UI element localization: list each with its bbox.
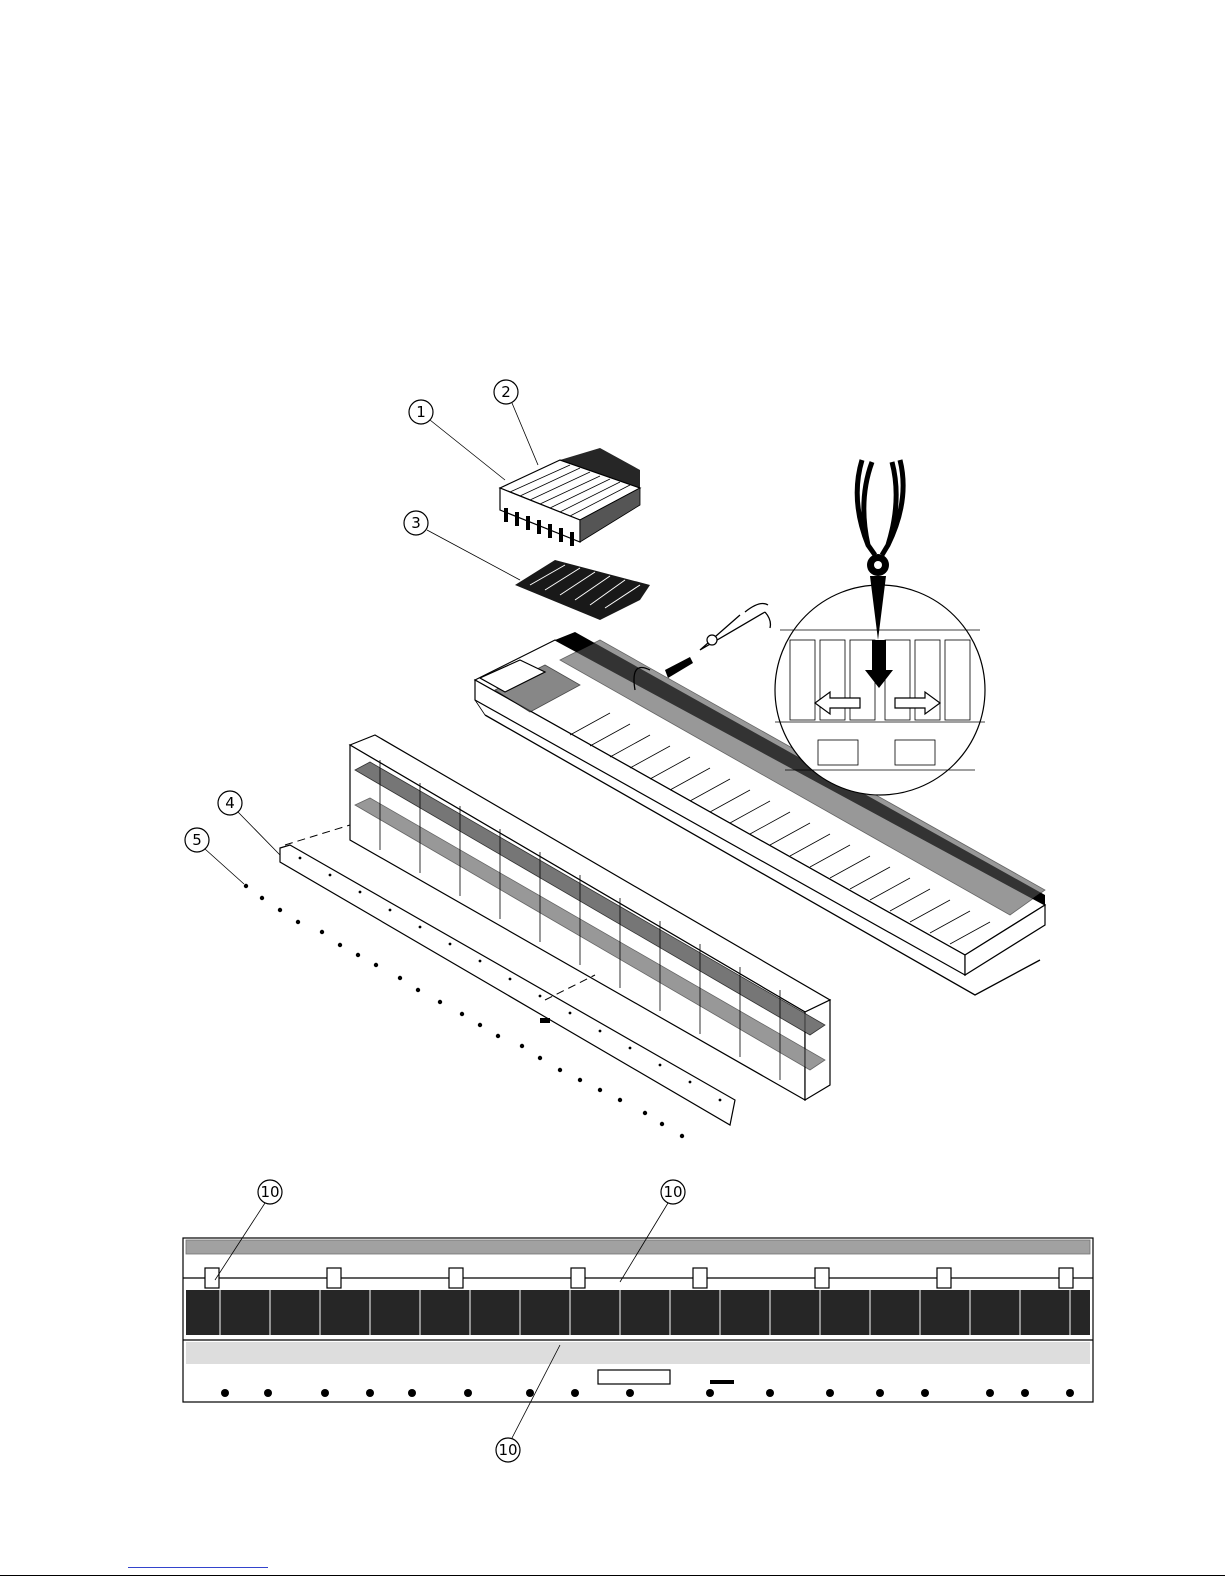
footer-rule (0, 1575, 1225, 1576)
callout-3-label: 3 (411, 514, 421, 532)
callout-4: 4 (218, 791, 280, 855)
callout-2-label: 2 (501, 383, 511, 401)
key-block-part (500, 448, 640, 546)
callout-1: 1 (409, 400, 505, 480)
callout-4-label: 4 (225, 794, 235, 812)
callout-2: 2 (494, 380, 538, 465)
callout-5-label: 5 (192, 831, 202, 849)
callout-1-label: 1 (416, 403, 426, 421)
callout-3: 3 (404, 511, 520, 580)
front-view-assembly (183, 1238, 1093, 1402)
footer-link-underline[interactable] (128, 1567, 268, 1568)
hammer-set-part (515, 560, 650, 620)
callout-10-right-label: 10 (663, 1183, 682, 1201)
callout-10-bottom-label: 10 (498, 1441, 517, 1459)
callout-5: 5 (185, 828, 244, 884)
callout-10-left-label: 10 (260, 1183, 279, 1201)
